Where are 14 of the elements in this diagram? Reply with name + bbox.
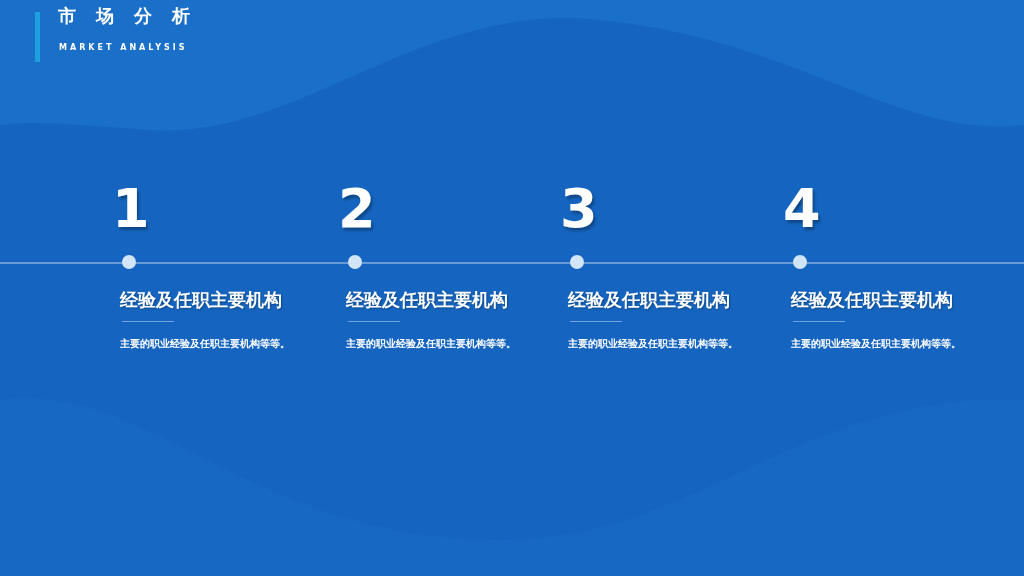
subtitle: MARKET ANALYSIS: [59, 43, 188, 52]
step-number: 4: [783, 178, 821, 240]
step-description: 主要的职业经验及任职主要机构等等。: [568, 337, 739, 351]
step-heading: 经验及任职主要机构: [346, 288, 508, 312]
step-number: 2: [338, 178, 376, 240]
step-number: 1: [112, 178, 150, 240]
step-number: 3: [560, 178, 598, 240]
title: 市场分析: [58, 4, 210, 28]
step-description: 主要的职业经验及任职主要机构等等。: [120, 337, 291, 351]
step-heading: 经验及任职主要机构: [120, 288, 282, 312]
step-heading: 经验及任职主要机构: [568, 288, 730, 312]
step-description: 主要的职业经验及任职主要机构等等。: [791, 337, 962, 351]
step-heading: 经验及任职主要机构: [791, 288, 953, 312]
step-description: 主要的职业经验及任职主要机构等等。: [346, 337, 517, 351]
